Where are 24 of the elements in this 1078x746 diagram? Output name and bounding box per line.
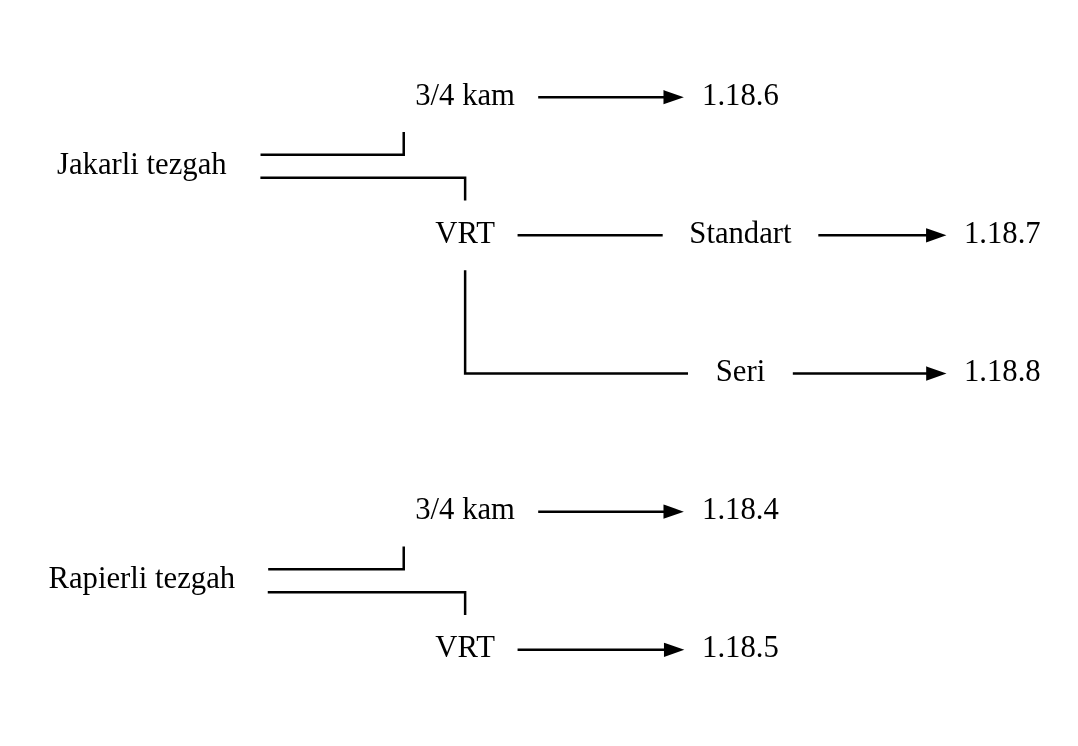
connector	[267, 590, 467, 615]
node-text: 3/4 kam	[415, 491, 515, 526]
node-text: 1.18.8	[964, 353, 1041, 388]
node-text: Seri	[715, 353, 766, 388]
arrow	[538, 89, 684, 104]
node-text: 3/4 kam	[415, 77, 515, 111]
connector	[517, 233, 663, 237]
node-text: Standart	[689, 215, 792, 250]
arrow	[538, 504, 684, 519]
node-text: 1.18.6	[702, 77, 779, 111]
arrow	[792, 365, 947, 381]
node-text: VRT	[435, 215, 495, 250]
node-text: 1.18.4	[702, 491, 779, 526]
node-text: Jakarli tezgah	[57, 146, 227, 181]
node-text: VRT	[435, 629, 495, 664]
connector	[260, 131, 405, 156]
arrow	[517, 642, 685, 657]
arrow	[818, 227, 947, 242]
node-text: 1.18.5	[702, 629, 779, 664]
node-text: 1.18.7	[964, 215, 1041, 250]
connector	[260, 176, 467, 201]
connector	[268, 545, 405, 570]
node-text: Rapierli tezgah	[48, 560, 236, 595]
connector	[463, 269, 688, 375]
